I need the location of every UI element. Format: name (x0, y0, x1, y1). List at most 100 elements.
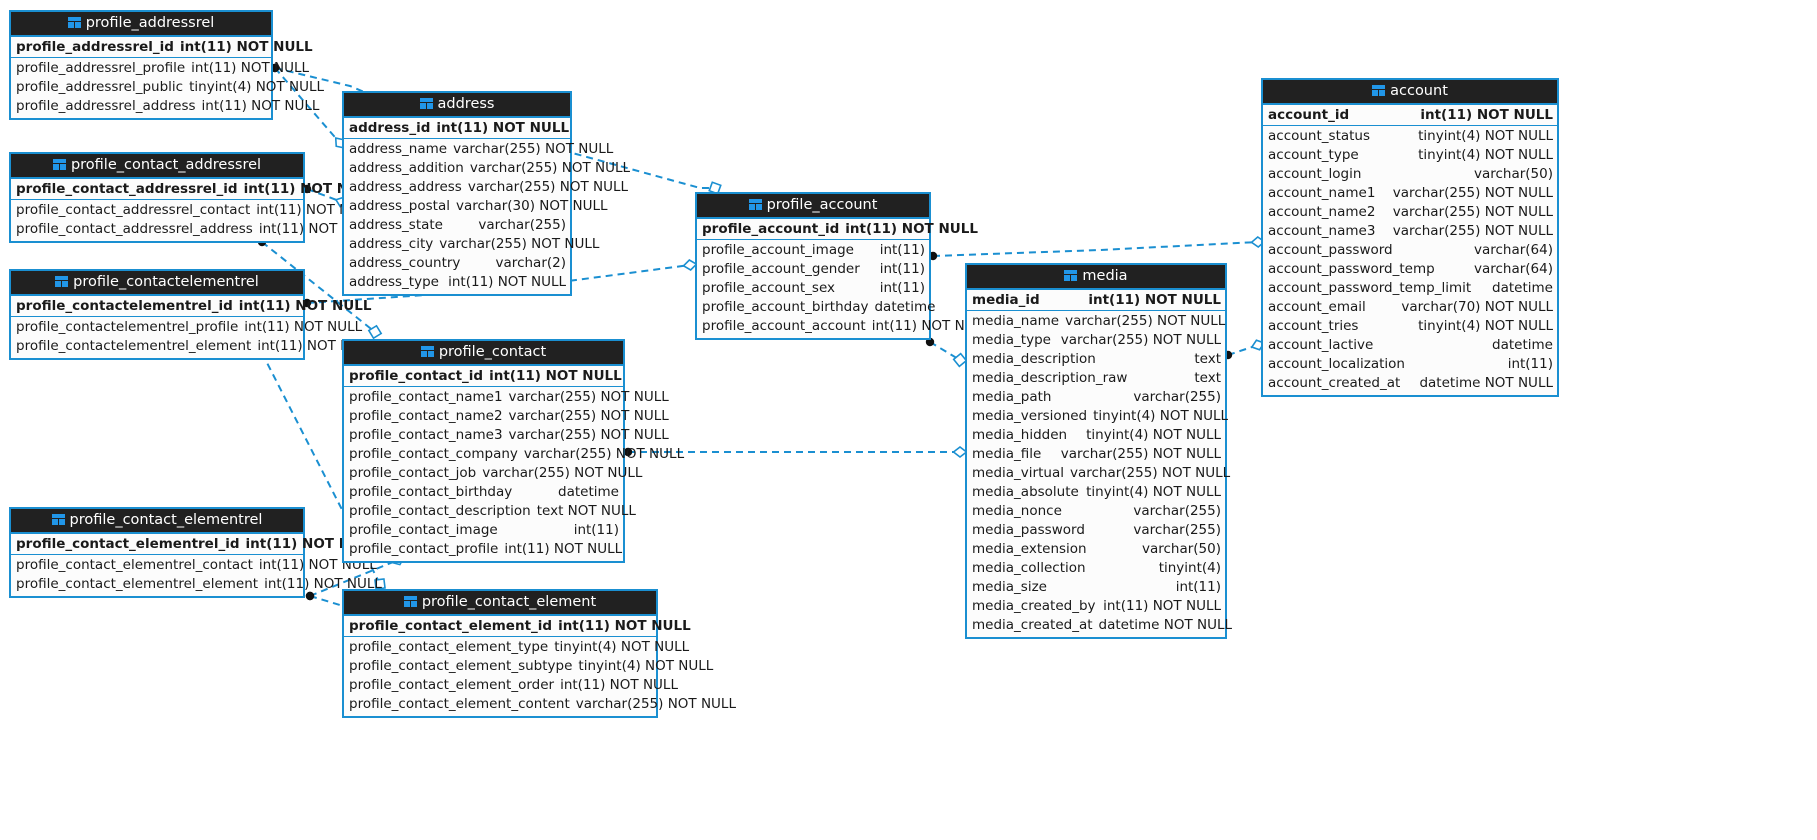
entity-header-address[interactable]: address (344, 93, 570, 118)
entity-header-profile_addressrel[interactable]: profile_addressrel (11, 12, 271, 37)
relationship-rel-profile-account-media[interactable] (925, 337, 968, 368)
field-name: account_password (1268, 242, 1393, 258)
relationship-rel-profile-account-account[interactable] (928, 235, 1266, 261)
entity-header-account[interactable]: account (1263, 80, 1557, 105)
entity-header-profile_contactelementrel[interactable]: profile_contactelementrel (11, 271, 303, 296)
relationship-rel-media-account[interactable] (1223, 338, 1266, 360)
entity-header-profile_contact_addressrel[interactable]: profile_contact_addressrel (11, 154, 303, 179)
entity-header-profile_contact[interactable]: profile_contact (344, 341, 623, 366)
entity-header-profile_contact_elementrel[interactable]: profile_contact_elementrel (11, 509, 303, 534)
entity-header-media[interactable]: media (967, 265, 1225, 290)
entity-header-profile_contact_element[interactable]: profile_contact_element (344, 591, 656, 616)
entity-header-profile_account[interactable]: profile_account (697, 194, 929, 219)
